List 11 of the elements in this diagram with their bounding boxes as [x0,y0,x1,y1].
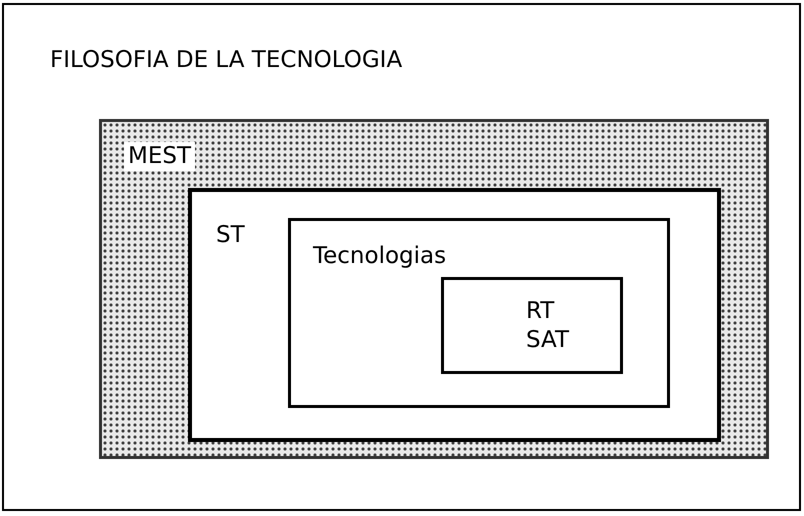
box-label: Tecnologias [313,242,446,271]
box-label: ST [216,221,245,250]
box-label: SAT [526,326,570,354]
diagram-heading: FILOSOFIA DE LA TECNOLOGIA [50,46,402,75]
nested-box [2,3,801,511]
box-label: RT [526,296,556,326]
box-label: MEST [124,142,196,171]
nested-box [441,277,623,374]
nested-box [99,119,769,459]
nested-box [188,188,721,442]
nested-box [288,218,670,408]
